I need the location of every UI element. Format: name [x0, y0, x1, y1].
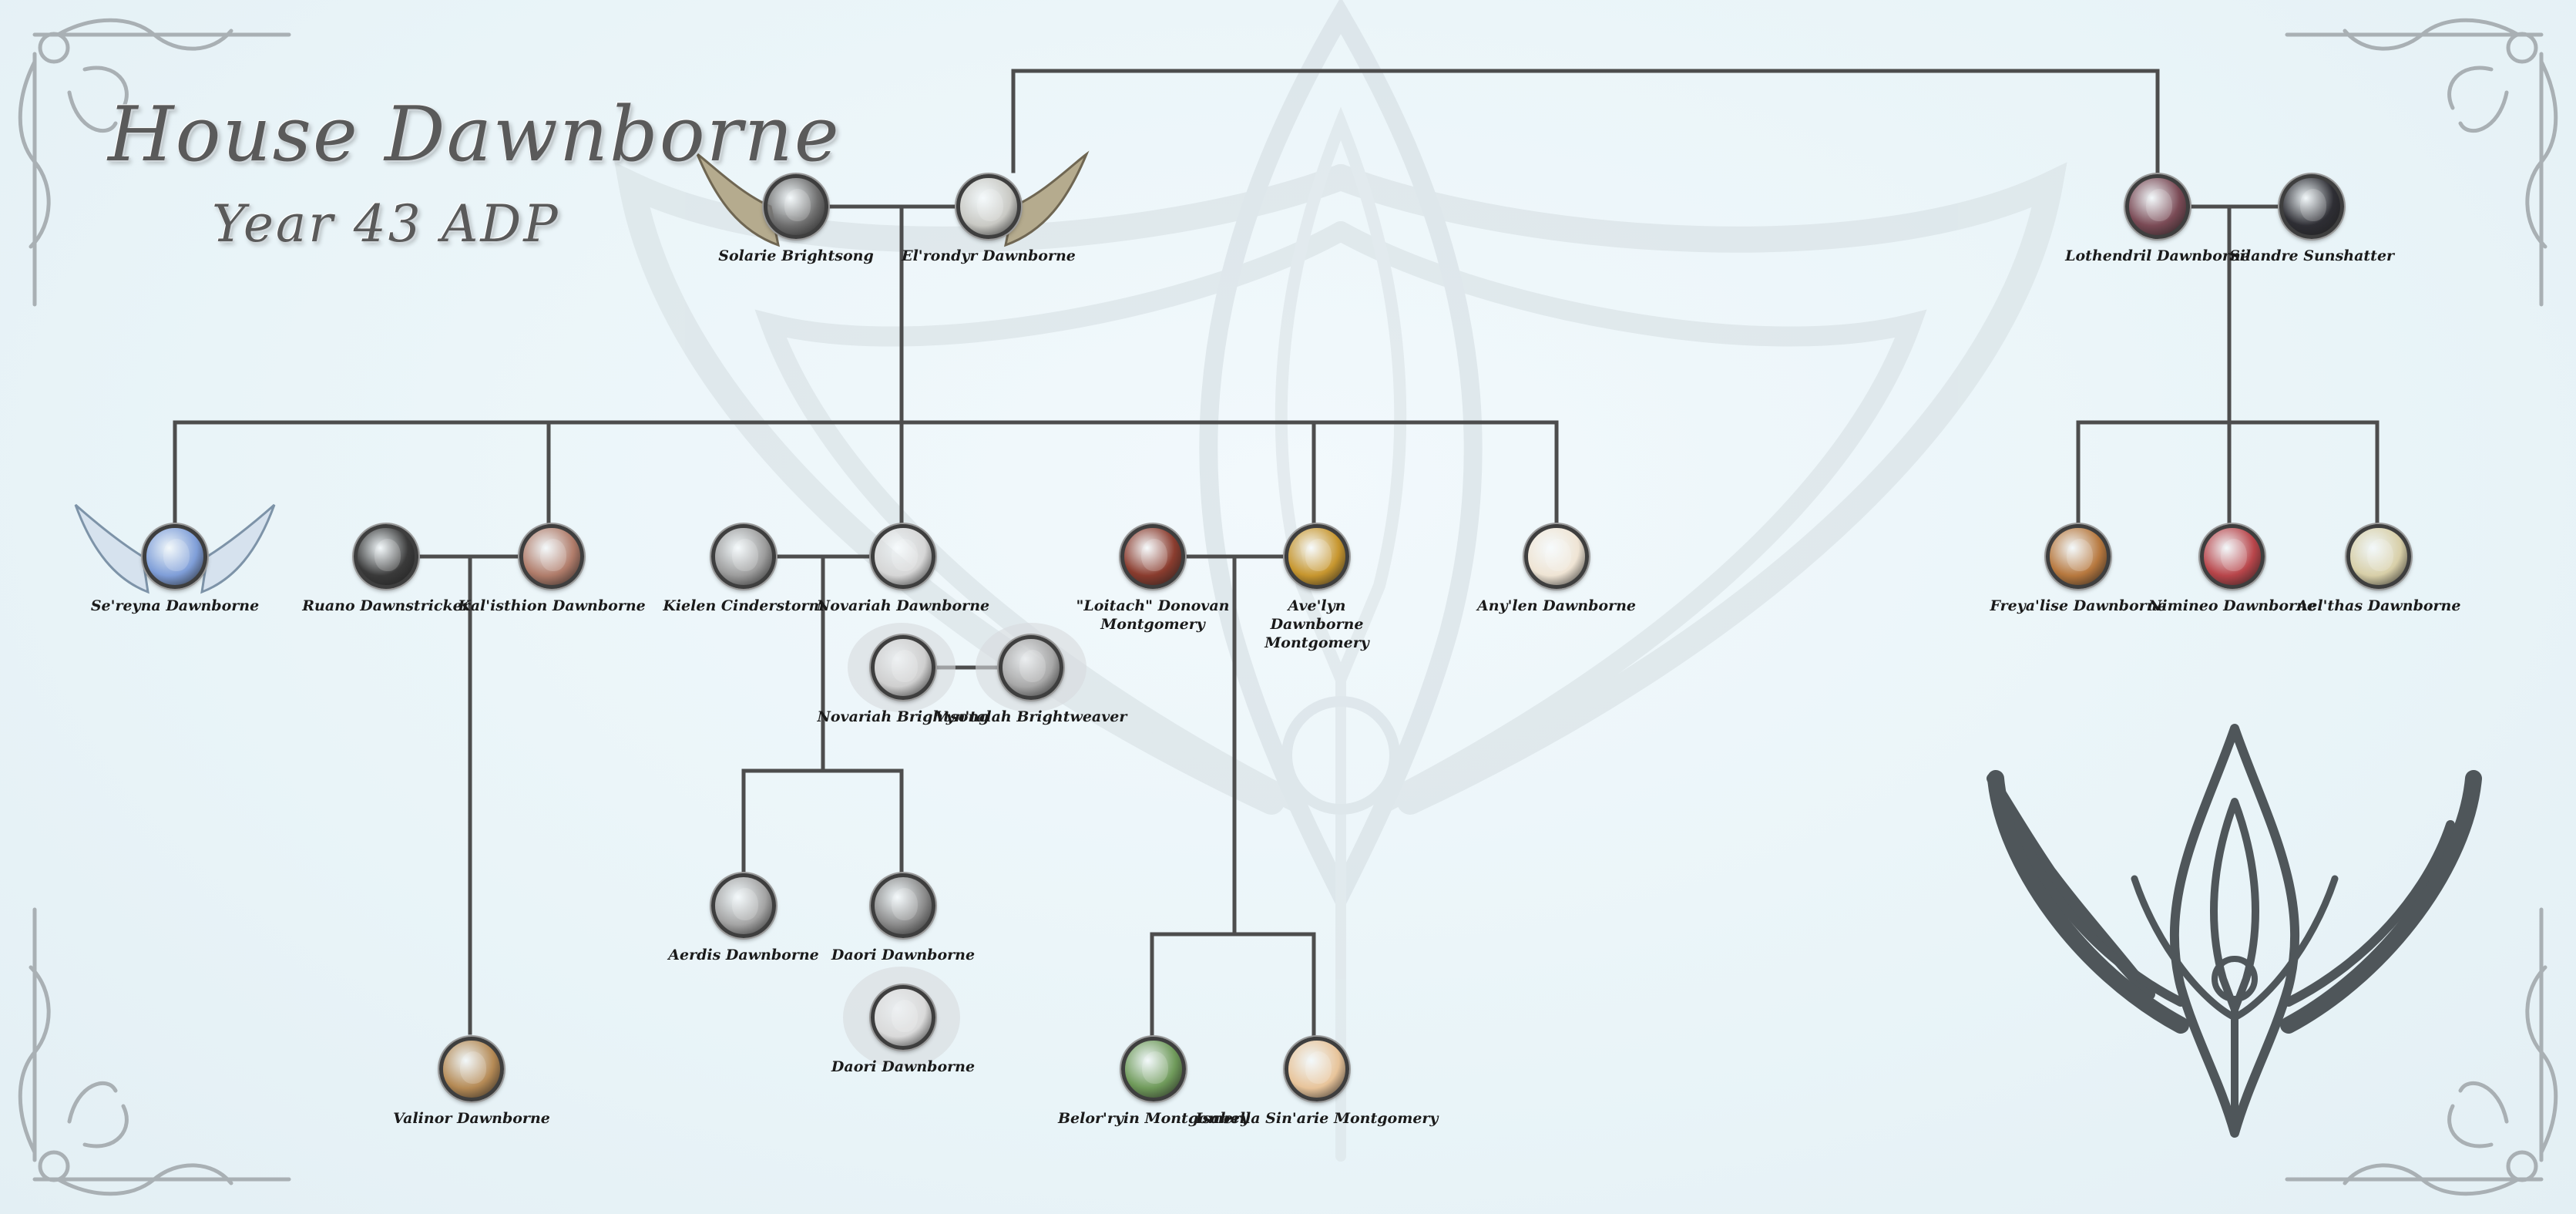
name-avelyn: Ave'lyn Dawnborne Montgomery [1264, 597, 1369, 651]
name-valinor: Valinor Dawnborne [393, 1110, 550, 1127]
name-nimineo: Nimineo Dawnborne [2148, 597, 2316, 614]
decorative-wings [74, 150, 1090, 594]
portrait-daori [871, 873, 935, 938]
name-sereyna: Se'reyna Dawnborne [90, 597, 260, 614]
house-crest-emblem [1987, 724, 2482, 1138]
watermark-crest [614, 0, 2067, 1162]
name-isabella: Isabella Sin'arie Montgomery [1195, 1110, 1439, 1127]
name-belor: Belor'ryin Montgomery [1057, 1110, 1250, 1127]
corner-ornaments [18, 18, 2558, 1196]
ornament-bottom-left [18, 907, 291, 1196]
name-kalisthion: Kal'isthion Dawnborne [458, 597, 646, 614]
name-aerdis: Aerdis Dawnborne [668, 947, 819, 963]
name-elrondyr: El'rondyr Dawnborne [902, 247, 1076, 264]
portrait-sereyna [143, 524, 207, 589]
portrait-silandre [2279, 174, 2344, 239]
page-subtitle: Year 43 ADP [212, 194, 560, 254]
portrait-nimineo [2200, 524, 2265, 589]
name-anylen: Any'len Dawnborne [1477, 597, 1636, 614]
page-title: House Dawnborne [108, 91, 841, 179]
portrait-aelthas [2346, 524, 2411, 589]
portrait-solarie [764, 174, 828, 239]
ornament-bottom-right [2285, 907, 2558, 1196]
name-vyntalah: Vyn'talah Brightweaver [935, 708, 1127, 725]
name-novariah: Novariah Dawnborne [816, 597, 990, 614]
portrait-freyaelise [2046, 524, 2111, 589]
name-silandre: Silandre Sunshatter [2228, 247, 2395, 264]
name-daori: Daori Dawnborne [831, 947, 976, 963]
name-freyaelise: Freya'lise Dawnborne [1990, 597, 2167, 614]
portrait-elrondyr [956, 174, 1021, 239]
lineage-connectors [173, 69, 2380, 1040]
name-aelthas: Ael'thas Dawnborne [2296, 597, 2461, 614]
ornament-top-right [2285, 18, 2558, 307]
portrait-vyntalah [999, 635, 1063, 700]
ornament-top-left [18, 18, 291, 307]
portrait-ruano [354, 524, 418, 589]
portrait-kalisthion [519, 524, 584, 589]
portrait-anylen [1524, 524, 1589, 589]
name-solarie: Solarie Brightsong [718, 247, 874, 264]
portrait-novariah [871, 524, 935, 589]
portrait-daori-ghost [871, 985, 935, 1050]
portrait-novariah-brightsong [871, 635, 935, 700]
name-daori-ghost: Daori Dawnborne [831, 1058, 976, 1075]
portrait-kielen [711, 524, 776, 589]
name-ruano: Ruano Dawnstricker [302, 597, 470, 614]
portrait-loitach [1120, 524, 1185, 589]
portrait-aerdis [711, 873, 776, 938]
portrait-belor [1121, 1037, 1186, 1101]
name-lothendril: Lothendril Dawnborne [2065, 247, 2250, 264]
name-loitach: "Loitach" Donovan Montgomery [1076, 597, 1230, 633]
name-kielen: Kielen Cinderstorm [663, 597, 825, 614]
portrait-isabella [1285, 1037, 1349, 1101]
portrait-valinor [439, 1037, 504, 1101]
portrait-avelyn [1285, 524, 1349, 589]
name-novariah-brightsong: Novariah Brightsong [817, 708, 989, 725]
portrait-lothendril [2125, 174, 2190, 239]
